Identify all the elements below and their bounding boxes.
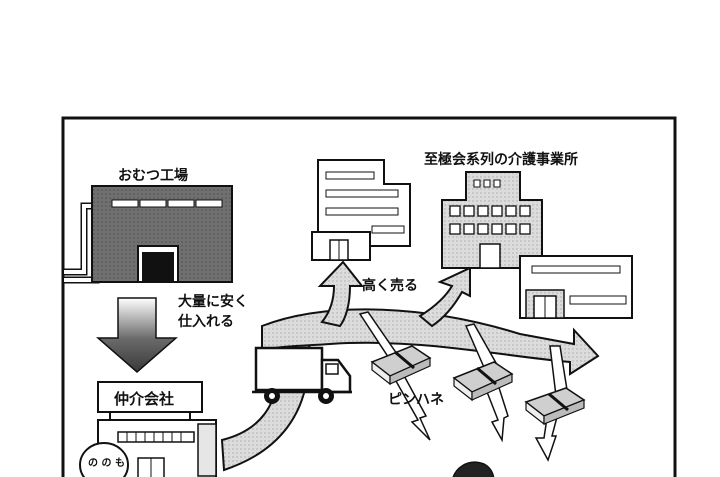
- money-stack-1: [370, 345, 432, 386]
- person-hair: [452, 461, 495, 477]
- office-building-left: [311, 159, 411, 261]
- factory-label: おむつ工場: [118, 167, 188, 184]
- care-facility-label: 至極会系列の介護事業所: [424, 151, 578, 168]
- money-stack-3: [524, 387, 586, 426]
- face-text: の の も: [88, 457, 125, 469]
- down-arrow: [95, 297, 179, 373]
- skim-note-label: ピンハネ: [388, 392, 444, 408]
- buy-note-line2: 仕入れる: [177, 313, 234, 330]
- delivery-truck: [252, 346, 352, 404]
- factory-building: [64, 185, 233, 284]
- broker-label: 仲介会社: [114, 390, 174, 408]
- sell-note-label: 高く売る: [362, 277, 418, 294]
- broker-sign: [97, 381, 203, 413]
- facility-building-right: [519, 255, 633, 319]
- money-stack-2: [452, 361, 514, 402]
- care-facility-building: [441, 171, 543, 269]
- buy-note-line1: 大量に安く: [178, 293, 248, 310]
- panel-frame: [61, 116, 677, 477]
- face-character: の の も: [79, 442, 129, 477]
